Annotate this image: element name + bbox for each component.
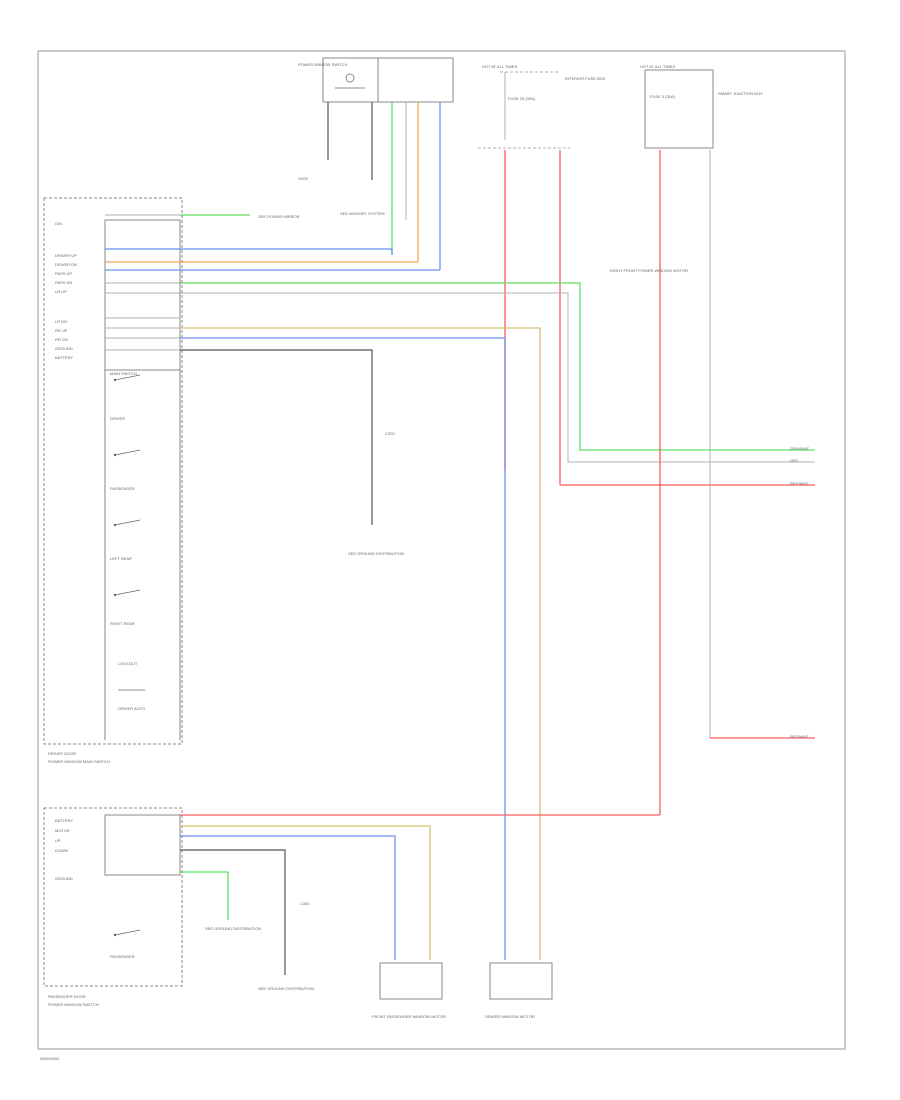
svg-text:FUSE 25 (30A): FUSE 25 (30A) [508,96,536,101]
driver-pin-label: PASS DN [55,280,72,285]
svg-text:POWER WINDOW SWITCH: POWER WINDOW SWITCH [48,1002,99,1007]
driver-pin-label: BATTERY [55,355,73,360]
driver-switch-sections: DRIVER PASSENGER LEFT REAR RIGHT REAR LO… [110,371,145,711]
svg-text:SMART JUNCTION BOX: SMART JUNCTION BOX [718,91,763,96]
driver-pin-label: DRIVER UP [55,253,77,258]
svg-text:HOT AT ALL TIMES: HOT AT ALL TIMES [482,64,517,69]
driver-window-main-switch: DRIVER DOOR POWER WINDOW MAIN SWITCH [43,197,183,764]
driver-pin-label: LR DN [55,319,67,324]
svg-text:POWER WINDOW MAIN SWITCH: POWER WINDOW MAIN SWITCH [48,759,110,764]
connector-b-label: C300 [300,901,310,906]
passenger-pin-label: GROUND [55,876,73,881]
hot-at-all-times-left: HOT AT ALL TIMES INTERIOR FUSE BOX FUSE … [478,64,606,149]
passenger-window-switch: PASSENGER DOOR POWER WINDOW SWITCH PASSE… [43,807,183,1007]
diagram-border [37,50,846,1050]
front-passenger-window-motor: FRONT PASSENGER WINDOW MOTOR [372,962,446,1019]
driver-pin-label: RR DN [55,337,68,342]
svg-text:DRIVER: DRIVER [110,416,125,421]
ground-left-label: G200 [298,176,309,181]
svg-text:PASSENGER: PASSENGER [110,954,135,959]
driver-pin-label: PASS UP [55,271,72,276]
svg-text:FRONT PASSENGER WINDOW MOTOR: FRONT PASSENGER WINDOW MOTOR [372,1014,446,1019]
svg-text:FUSE 3 (30A): FUSE 3 (30A) [650,94,676,99]
memory-system-label: SEE MEMORY SYSTEM [340,211,385,216]
wire-color-label: GRY [790,458,799,463]
wire-color-label: RED/WHT [790,734,809,739]
svg-text:DRIVER DOOR: DRIVER DOOR [48,751,76,756]
connector-center-label: C200 [385,431,395,436]
svg-text:HOT AT ALL TIMES: HOT AT ALL TIMES [640,64,675,69]
driver-pin-label: DRIVER DN [55,262,77,267]
remote-mirror-label: SEE POWER MIRROR [258,214,300,219]
image-code: W0000000 [40,1056,60,1061]
svg-text:LEFT REAR: LEFT REAR [110,556,132,561]
driver-pin-label: RR UP [55,328,68,333]
passenger-pin-label: UP [55,838,61,843]
driver-pin-label: GROUND [55,346,73,351]
driver-pin-label: LR UP [55,289,67,294]
power-mirror-switch: POWER MIRROR SWITCH [298,57,454,103]
svg-text:DRIVER WINDOW MOTOR: DRIVER WINDOW MOTOR [485,1014,535,1019]
svg-text:PASSENGER DOOR: PASSENGER DOOR [48,994,86,999]
wire-color-label: RED/WHT [790,481,809,486]
svg-text:MAIN SWITCH: MAIN SWITCH [110,371,137,376]
svg-text:INTERIOR FUSE BOX: INTERIOR FUSE BOX [565,76,606,81]
svg-text:DRIVER AUTO: DRIVER AUTO [118,706,145,711]
right-connector-label: RIGHT FRONT POWER WINDOW MOTOR [610,268,688,273]
ground-b-label: SEE GROUND DISTRIBUTION [258,986,314,991]
passenger-pin-label: MOTOR [55,828,70,833]
passenger-pin-label: BATTERY [55,818,73,823]
ground-a-label: SEE GROUND DISTRIBUTION [205,926,261,931]
passenger-pin-label: DOWN [55,848,68,853]
svg-text:LOCKOUT: LOCKOUT [118,661,138,666]
smart-junction-box: HOT AT ALL TIMES FUSE 3 (30A) SMART JUNC… [640,64,763,149]
wire-color-label: GRN/WHT [790,446,810,451]
ground-dist-center-label: SEE GROUND DISTRIBUTION [348,551,404,556]
svg-text:POWER MIRROR SWITCH: POWER MIRROR SWITCH [298,62,347,67]
svg-text:PASSENGER: PASSENGER [110,486,135,491]
svg-text:RIGHT REAR: RIGHT REAR [110,621,135,626]
driver-pin-label: IGN [55,221,62,226]
driver-window-motor: DRIVER WINDOW MOTOR [485,962,553,1019]
